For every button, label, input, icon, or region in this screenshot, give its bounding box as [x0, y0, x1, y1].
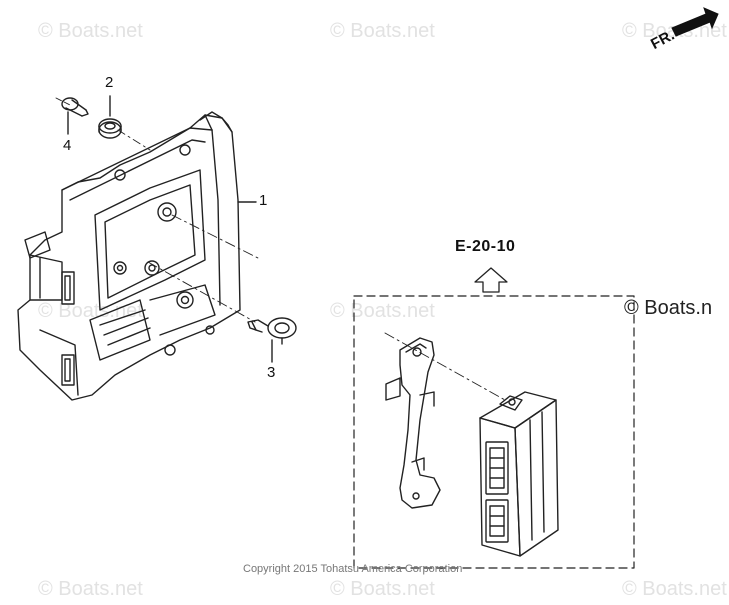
watermark: © Boats.net [38, 20, 143, 42]
kit-boundary [353, 295, 635, 569]
center-line-plate [384, 332, 506, 401]
clamp-part [247, 317, 297, 345]
up-arrow-icon [474, 267, 508, 293]
watermark: © Boats.net [38, 300, 143, 322]
callout-part-1: 1 [259, 192, 268, 209]
callout-part-2: 2 [105, 74, 114, 91]
arrow-icon [671, 7, 719, 37]
boats-corner-label: © Boats.n [624, 297, 713, 319]
watermark: © Boats.net [38, 578, 143, 600]
watermark: © Boats.net [330, 20, 435, 42]
bolt-part [61, 97, 89, 117]
mounting-plate-part [385, 337, 441, 509]
watermark: © Boats.net [330, 578, 435, 600]
center-line-4 [55, 97, 73, 107]
callout-part-3: 3 [267, 364, 276, 381]
watermark: © Boats.net [622, 578, 727, 600]
copyright-text: Copyright 2015 Tohatsu America Corporati… [243, 563, 463, 575]
watermark: © Boats.net [330, 300, 435, 322]
grommet-part [98, 118, 122, 139]
control-unit-part [479, 391, 559, 557]
reference-label: E-20-10 [455, 238, 516, 255]
center-line-1 [171, 214, 259, 259]
callout-part-4: 4 [63, 137, 72, 154]
bracket-part [17, 111, 241, 401]
center-line-2 [117, 129, 151, 151]
center-line-3 [147, 261, 256, 323]
